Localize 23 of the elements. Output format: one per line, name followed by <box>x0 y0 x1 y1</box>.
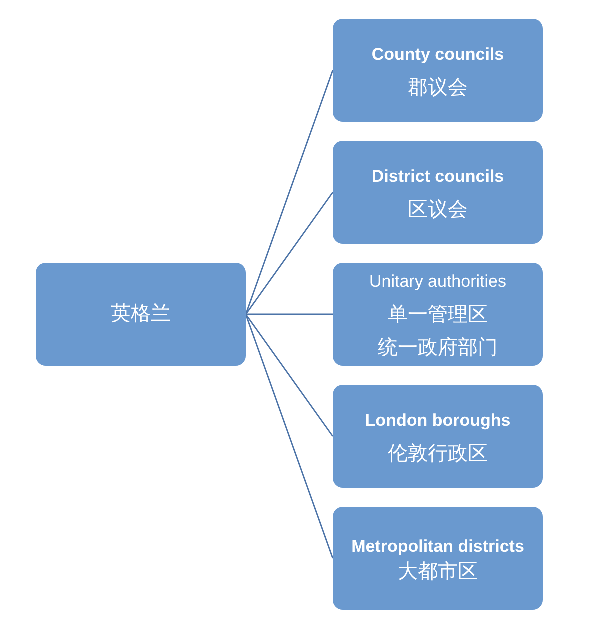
connector-line <box>245 70 334 315</box>
category-box <box>333 19 543 122</box>
category-box <box>333 263 543 366</box>
box-title: 英格兰 <box>111 302 171 327</box>
connector-line <box>245 192 334 315</box>
box-title: Unitary authorities <box>369 271 506 293</box>
box-subtitle: 大都市区 <box>398 558 478 584</box>
box-subtitle: 统一政府部门 <box>378 334 498 361</box>
box-subtitle: 伦敦行政区 <box>388 440 488 466</box>
box-title: County councils <box>372 44 504 66</box>
box-title: London boroughs <box>365 410 511 432</box>
connector-line <box>245 314 334 559</box>
box-title: District councils <box>372 166 504 188</box>
root-box <box>36 263 246 366</box>
connector-line <box>246 314 333 316</box>
category-box <box>333 507 543 610</box>
connector-line <box>245 314 334 437</box>
box-title: Metropolitan districts <box>352 536 524 558</box>
box-subtitle: 区议会 <box>408 196 468 222</box>
box-subtitle: 单一管理区 <box>388 301 488 328</box>
category-box <box>333 141 543 244</box>
box-subtitle: 郡议会 <box>408 74 468 100</box>
category-box <box>333 385 543 488</box>
